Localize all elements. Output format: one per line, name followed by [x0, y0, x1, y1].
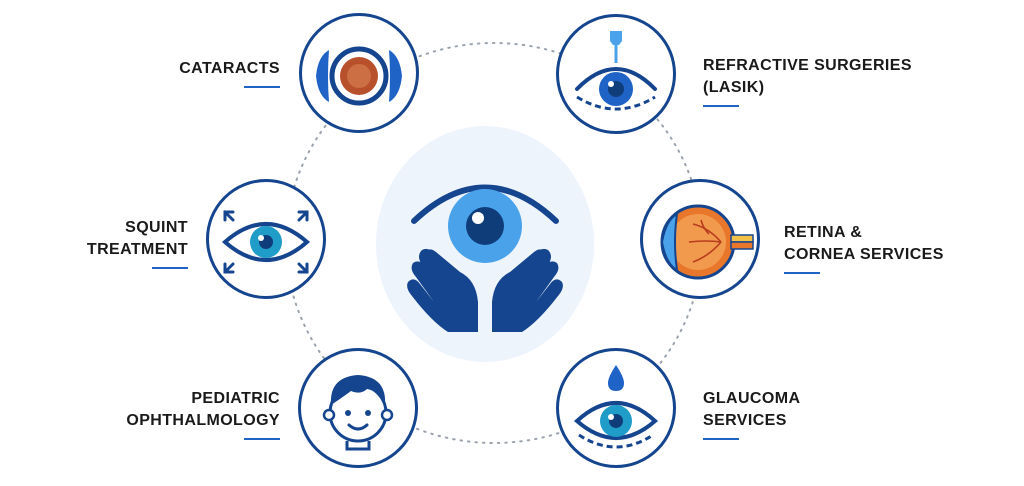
glaucoma-line-1: GLAUCOMA [703, 390, 801, 407]
squint-line-2: TREATMENT [86, 241, 188, 258]
pediatric-line-2: OPHTHALMOLOGY [126, 412, 280, 429]
pediatric-line-1: PEDIATRIC [191, 390, 280, 407]
pediatric-underline [244, 438, 280, 440]
refractive-underline [703, 105, 739, 107]
squint-eye-arrows-icon [221, 210, 311, 274]
cataract-eye-icon [316, 46, 402, 106]
squint-node[interactable] [206, 179, 326, 299]
refractive-node[interactable] [556, 14, 676, 134]
eye-in-hands-icon [407, 184, 563, 332]
cataracts-underline [244, 86, 280, 88]
squint-label: SQUINT TREATMENT [87, 217, 188, 269]
retina-cross-section-icon [660, 204, 754, 280]
glaucoma-node[interactable] [556, 348, 676, 468]
laser-eye-icon [575, 31, 657, 111]
retina-line-1: RETINA & [784, 224, 863, 241]
child-face-icon [322, 375, 394, 451]
retina-node[interactable] [640, 179, 760, 299]
retina-label: RETINA & CORNEA SERVICES [784, 222, 944, 274]
cataracts-label: CATARACTS [179, 58, 280, 88]
pediatric-label: PEDIATRIC OPHTHALMOLOGY [126, 388, 280, 440]
cataracts-node[interactable] [299, 13, 419, 133]
squint-line-1: SQUINT [125, 219, 188, 236]
glaucoma-line-2: SERVICES [703, 412, 787, 429]
refractive-line-2: (LASIK) [703, 79, 765, 96]
squint-underline [152, 267, 188, 269]
retina-line-2: CORNEA SERVICES [784, 246, 944, 263]
retina-underline [784, 272, 820, 274]
glaucoma-label: GLAUCOMA SERVICES [703, 388, 800, 440]
cataracts-line-1: CATARACTS [179, 60, 280, 77]
pediatric-node[interactable] [298, 348, 418, 468]
refractive-label: REFRACTIVE SURGERIES (LASIK) [703, 55, 912, 107]
refractive-line-1: REFRACTIVE SURGERIES [703, 57, 912, 74]
eye-drop-icon [574, 365, 658, 449]
glaucoma-underline [703, 438, 739, 440]
